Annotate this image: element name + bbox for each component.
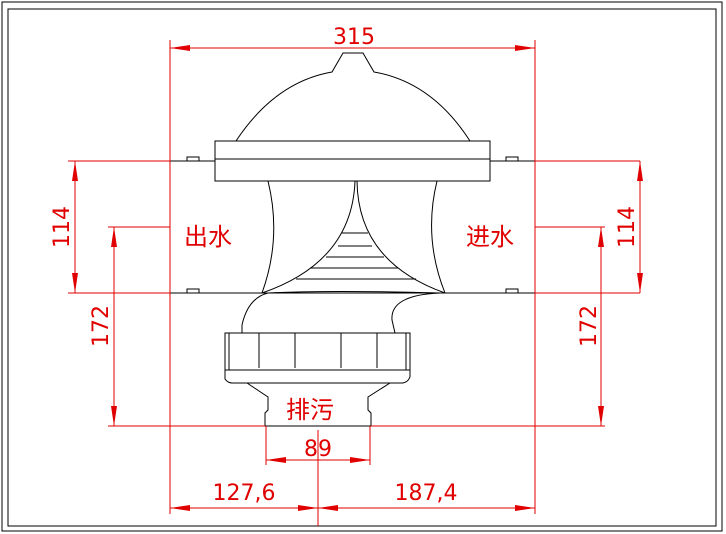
arrow-315-left xyxy=(170,45,190,51)
arrow-114-left-bottom xyxy=(72,273,78,293)
inner-frame xyxy=(7,8,717,527)
top-flange-back xyxy=(214,140,491,161)
notch-top-right xyxy=(505,156,519,161)
arrow-172-right-bottom xyxy=(598,406,604,426)
label-drain: 排污 xyxy=(286,396,334,424)
notch-bottom-right xyxy=(505,288,519,293)
arrow-offset-left xyxy=(170,505,190,511)
notch-top-left xyxy=(186,156,200,161)
dome-cap xyxy=(235,52,471,142)
arrow-89-right xyxy=(350,457,370,463)
arrow-172-left-bottom xyxy=(111,406,117,426)
arrow-offset-right xyxy=(515,505,535,511)
notch-bottom-left xyxy=(186,288,200,293)
collar-base xyxy=(224,370,411,384)
top-flange-front xyxy=(214,158,491,182)
collar xyxy=(224,332,411,371)
label-inlet: 进水 xyxy=(466,223,514,251)
label-outlet: 出水 xyxy=(184,223,232,251)
dim-text-172-left: 172 xyxy=(89,305,114,347)
cone-right xyxy=(356,180,446,294)
arrow-offset-mid-right xyxy=(318,505,338,511)
arrow-offset-mid-left xyxy=(298,505,318,511)
inner-wall-left xyxy=(261,180,275,294)
arrow-172-left-top xyxy=(111,227,117,247)
arrow-114-right-bottom xyxy=(637,273,643,293)
dim-text-right-offset: 187,4 xyxy=(395,481,458,506)
inner-wall-right xyxy=(431,180,446,294)
arrow-315-right xyxy=(515,45,535,51)
arrow-114-left-top xyxy=(72,161,78,181)
dim-text-315: 315 xyxy=(333,25,375,50)
drain-neck xyxy=(246,382,391,427)
lower-bowl xyxy=(241,292,441,334)
cone-left xyxy=(261,180,356,294)
arrow-172-right-top xyxy=(598,227,604,247)
dim-text-172-right: 172 xyxy=(577,305,602,347)
lower-bowl-inner xyxy=(267,291,441,294)
arrow-114-right-top xyxy=(637,161,643,181)
arrow-89-left xyxy=(266,457,286,463)
dim-text-114-left: 114 xyxy=(50,206,75,248)
dim-text-left-offset: 127,6 xyxy=(213,481,276,506)
dim-text-114-right: 114 xyxy=(615,206,640,248)
